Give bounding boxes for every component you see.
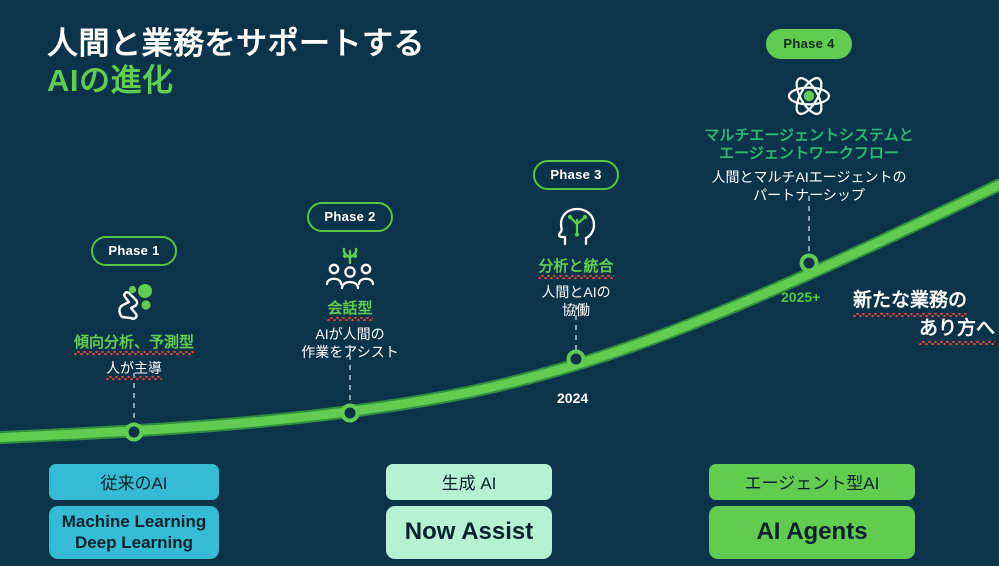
- card-3-label: エージェント型AI: [709, 464, 915, 500]
- phase-3-pill[interactable]: Phase 3: [533, 160, 619, 190]
- phase-2-sub-line-1: AIが人間の: [315, 326, 385, 342]
- card-1-body-line-1: Machine Learning: [61, 512, 207, 532]
- phase-4-headline-line-1: マルチエージェントシステムと: [704, 127, 914, 144]
- card-traditional-ai[interactable]: 従来のAI Machine Learning Deep Learning: [49, 464, 219, 559]
- phase-4-sub-line-2: パートナーシップ: [753, 187, 865, 204]
- card-2-label: 生成 AI: [386, 464, 552, 500]
- phase-3-group: Phase 3 分析と統合 人間とAIの 協働: [476, 160, 676, 320]
- phase-4-sub: 人間とマルチAIエージェントの パートナーシップ: [659, 168, 959, 205]
- page-title: 人間と業務をサポートする AIの進化: [47, 26, 425, 99]
- card-2-body: Now Assist: [386, 506, 552, 559]
- future-annotation: 新たな業務の あり方へ: [853, 288, 996, 345]
- card-generative-ai[interactable]: 生成 AI Now Assist: [386, 464, 552, 559]
- phase-3-headline-text: 分析と統合: [538, 258, 614, 279]
- card-2-body-line-1: Now Assist: [404, 518, 534, 546]
- title-line-2: AIの進化: [47, 62, 174, 98]
- phase-4-sub-line-1: 人間とマルチAIエージェントの: [711, 169, 907, 185]
- phase-4-headline-line-2: エージェントワークフロー: [719, 145, 899, 162]
- phase-2-sub: AIが人間の 作業をアシスト: [250, 325, 450, 362]
- phase-3-headline: 分析と統合: [476, 258, 676, 279]
- card-1-body-line-2: Deep Learning: [74, 532, 194, 552]
- phase-3-sub-line-1: 人間とAIの: [541, 284, 611, 300]
- phase-4-headline: マルチエージェントシステムと エージェントワークフロー: [659, 127, 959, 163]
- phase-2-sub-line-2: 作業をアシスト: [301, 344, 399, 361]
- card-3-body: AI Agents: [709, 506, 915, 559]
- year-label-2024: 2024: [557, 390, 589, 406]
- phase-2-headline: 会話型: [250, 300, 450, 321]
- phase-3-sub-line-2: 協働: [562, 302, 590, 319]
- year-label-2025: 2025+: [781, 289, 821, 305]
- atom-icon: [659, 74, 959, 118]
- card-1-body: Machine Learning Deep Learning: [49, 506, 219, 559]
- card-3-body-line-1: AI Agents: [756, 518, 868, 546]
- annotation-line-2: あり方へ: [918, 316, 996, 345]
- phase-2-pill[interactable]: Phase 2: [307, 202, 393, 232]
- phase-1-sub: 人が主導: [34, 359, 234, 381]
- phase-4-pill[interactable]: Phase 4: [766, 29, 852, 59]
- card-1-label: 従来のAI: [49, 464, 219, 500]
- phase-4-group: Phase 4 マルチエージェントシステムと エージェントワークフロー 人間とマ…: [659, 29, 959, 205]
- phase-1-headline: 傾向分析、予測型: [34, 334, 234, 355]
- people-group-sprout-icon: [250, 247, 450, 291]
- phase-2-headline-text: 会話型: [327, 300, 373, 321]
- card-agentic-ai[interactable]: エージェント型AI AI Agents: [709, 464, 915, 559]
- phase-1-sub-line-1: 人が主導: [106, 359, 162, 381]
- head-circuit-icon: [476, 205, 676, 249]
- title-line-1: 人間と業務をサポートする: [47, 26, 425, 61]
- phase-1-group: Phase 1 傾向分析、予測型 人が主導: [34, 236, 234, 381]
- hand-pointer-icon: [34, 281, 234, 325]
- annotation-line-1: 新たな業務の: [853, 288, 968, 317]
- phase-3-sub: 人間とAIの 協働: [476, 283, 676, 320]
- phase-1-headline-text: 傾向分析、予測型: [73, 334, 195, 355]
- phase-1-pill[interactable]: Phase 1: [91, 236, 177, 266]
- phase-2-group: Phase 2 会話型 AIが人間の 作業をアシスト: [250, 202, 450, 362]
